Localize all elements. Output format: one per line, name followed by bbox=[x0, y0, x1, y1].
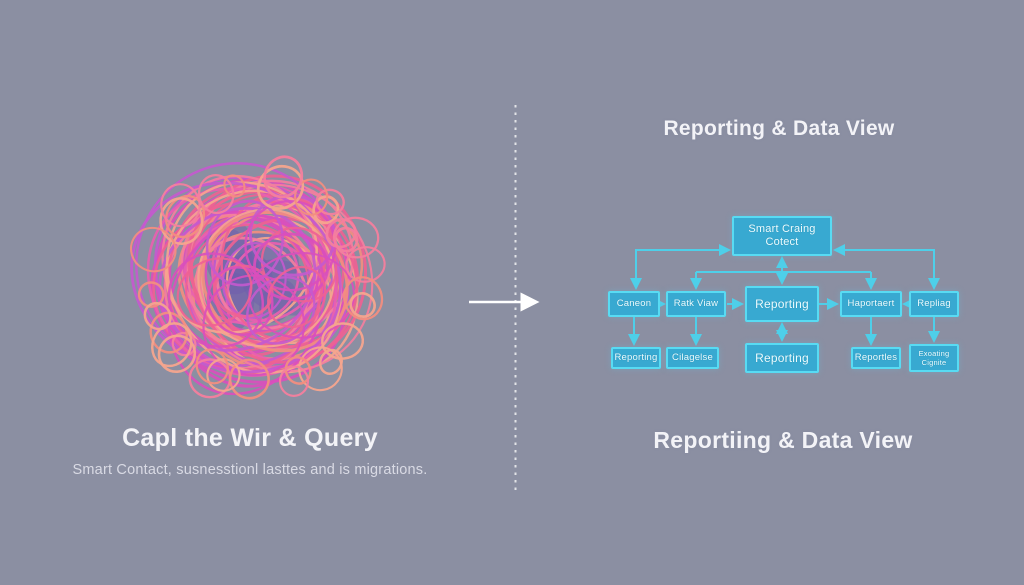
flow-node-bottom-1: Reporting bbox=[611, 347, 661, 369]
flow-node-bottom-1-label: Reporting bbox=[614, 352, 658, 364]
flow-node-root-line1: Smart Craing bbox=[748, 222, 816, 235]
left-caption: Capl the Wir & Query Smart Contact, susn… bbox=[20, 424, 480, 478]
flow-node-mid-2-label: Ratk Viaw bbox=[673, 298, 719, 310]
flow-node-bottom-3: Reporting bbox=[745, 343, 819, 373]
right-top-title: Reporting & Data View bbox=[663, 117, 895, 140]
flow-node-bottom-2-label: Cilagelse bbox=[672, 352, 713, 364]
flow-node-root: Smart Craing Cotect bbox=[732, 216, 832, 256]
right-bottom-title: Reportiing & Data View bbox=[653, 427, 913, 453]
flow-node-mid-3: Reporting bbox=[745, 286, 819, 322]
flow-node-bottom-3-label: Reporting bbox=[755, 350, 809, 365]
flow-node-bottom-2: Cilagelse bbox=[666, 347, 719, 369]
flow-node-mid-4: Haportaert bbox=[840, 291, 902, 317]
flow-node-bottom-4: Reportles bbox=[851, 347, 901, 369]
flow-node-mid-3-label: Reporting bbox=[755, 296, 809, 311]
flow-node-bottom-5-line2: Cignite bbox=[921, 358, 947, 367]
flow-node-mid-5: Repliag bbox=[909, 291, 959, 317]
flow-node-mid-1-label: Caneon bbox=[616, 298, 652, 310]
yarn-ball-illustration bbox=[130, 155, 386, 400]
flow-node-bottom-5: Exoating Cignite bbox=[909, 344, 959, 372]
flow-node-bottom-4-label: Reportles bbox=[854, 352, 898, 364]
flow-node-mid-2: Ratk Viaw bbox=[666, 291, 726, 317]
left-subtitle: Smart Contact, susnesstionl lasttes and … bbox=[72, 462, 428, 478]
flow-node-mid-4-label: Haportaert bbox=[847, 298, 895, 310]
flow-node-mid-1: Caneon bbox=[608, 291, 660, 317]
flow-node-bottom-5-line1: Exoating bbox=[918, 348, 950, 358]
left-title: Capl the Wir & Query bbox=[122, 424, 378, 452]
flowchart-connectors bbox=[628, 244, 940, 346]
flow-node-root-line2: Cotect bbox=[765, 236, 799, 248]
flow-node-mid-5-label: Repliag bbox=[917, 298, 951, 310]
